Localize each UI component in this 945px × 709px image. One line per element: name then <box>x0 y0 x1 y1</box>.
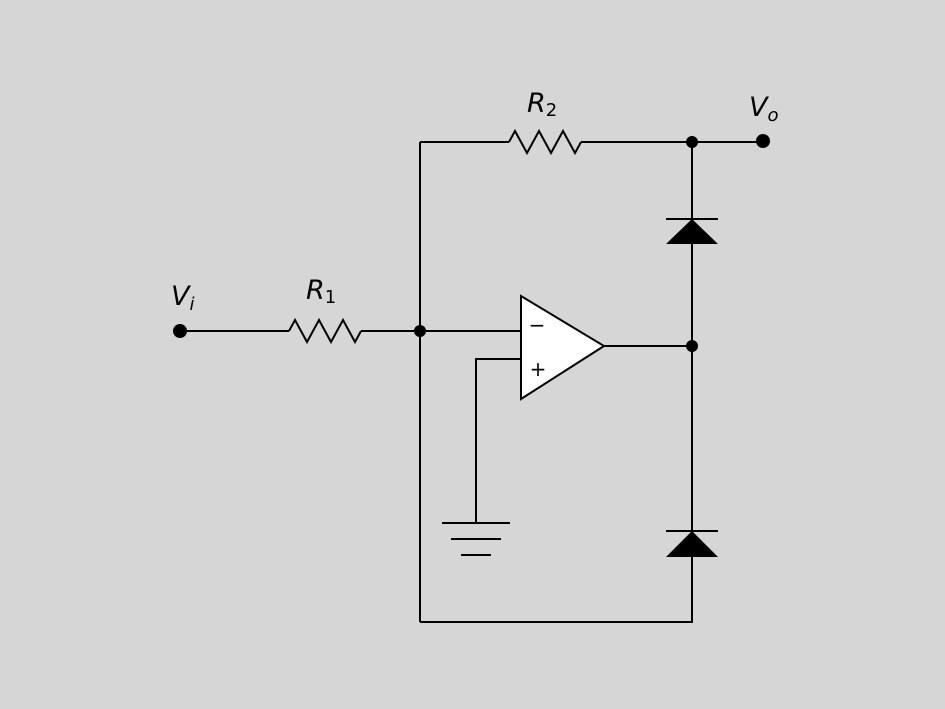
label-vi-sub: i <box>189 294 194 315</box>
label-r2: R2 <box>527 88 557 121</box>
label-r2-main: R <box>527 88 546 119</box>
vo-terminal <box>756 134 770 148</box>
label-vi: Vi <box>171 281 195 315</box>
bottom-return-wire <box>420 557 693 623</box>
upper-zener-diode-icon <box>666 218 718 244</box>
label-r2-sub: 2 <box>546 100 557 121</box>
label-r1-sub: 1 <box>325 287 336 308</box>
label-vo-main: V <box>749 92 770 123</box>
label-r1-main: R <box>306 275 325 306</box>
label-r1: R1 <box>306 275 336 308</box>
label-vo: Vo <box>749 92 779 126</box>
opamp-minus-sign: − <box>529 313 546 337</box>
resistor-r2 <box>508 128 582 156</box>
opamp-plus-sign: + <box>530 357 547 381</box>
lower-zener-diode-icon <box>666 530 718 557</box>
label-vo-sub: o <box>767 105 778 126</box>
opamp-triangle <box>520 294 606 401</box>
label-vi-main: V <box>171 281 192 312</box>
noninverting-input-wire <box>475 358 521 523</box>
ground-icon <box>442 522 510 556</box>
resistor-r1 <box>288 317 362 345</box>
